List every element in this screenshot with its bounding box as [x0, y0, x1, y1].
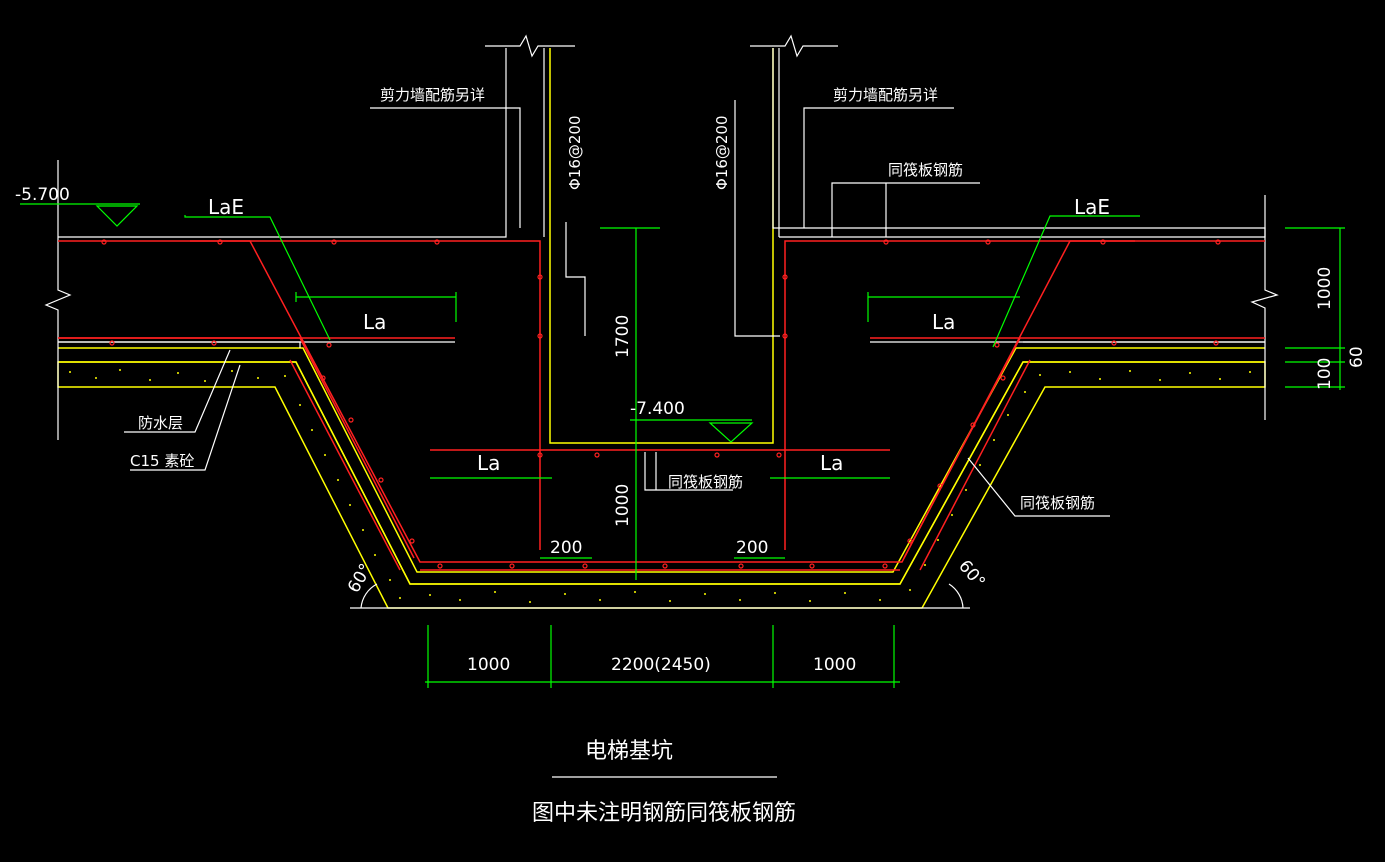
lae-label-left: LaE [208, 195, 244, 219]
raft-rebar-label-slope: 同筏板钢筋 [1020, 494, 1095, 512]
dim-1000-center: 1000 [613, 484, 633, 527]
angle-label-left: 60° [344, 560, 376, 596]
la-label-right-lower: La [820, 451, 843, 475]
raft-rebar-label-center: 同筏板钢筋 [668, 473, 743, 491]
la-label-left-upper: La [363, 310, 386, 334]
dim-200-right: 200 [736, 538, 768, 558]
dim-right-60: 60 [1347, 346, 1367, 368]
rebar-dots [101, 239, 1221, 569]
waterproof-layer-label: 防水层 [138, 414, 183, 432]
leader-lines [124, 100, 1110, 778]
dim-bottom-center: 2200(2450) [611, 655, 711, 675]
slab-and-wall-outlines [44, 34, 1279, 609]
lae-label-right: LaE [1074, 195, 1110, 219]
drawing-title: 电梯基坑 [585, 739, 673, 764]
dim-right-1000: 1000 [1315, 267, 1335, 310]
raft-rebar-label-top: 同筏板钢筋 [888, 161, 963, 179]
wall-note-right: 剪力墙配筋另详 [833, 86, 938, 104]
drawing-note: 图中未注明钢筋同筏板钢筋 [532, 801, 796, 826]
dimension-lines [20, 203, 1345, 688]
concrete-speckle [69, 369, 1251, 603]
rebar-spec-right: Φ16@200 [713, 115, 731, 190]
dim-200-left: 200 [550, 538, 582, 558]
elevation-pit-bottom: -7.400 [630, 399, 685, 419]
la-label-right-upper: La [932, 310, 955, 334]
pit-inner-outline [549, 48, 774, 444]
elevation-top: -5.700 [15, 185, 70, 205]
rebar-spec-left: Φ16@200 [566, 115, 584, 190]
dim-bottom-left: 1000 [467, 655, 510, 675]
dim-bottom-right: 1000 [813, 655, 856, 675]
wall-note-left: 剪力墙配筋另详 [380, 86, 485, 104]
dim-right-100: 100 [1315, 358, 1335, 390]
angle-label-right: 60° [954, 556, 989, 592]
la-label-left-lower: La [477, 451, 500, 475]
waterproof-layer-outline [58, 347, 1265, 585]
dim-1700: 1700 [613, 315, 633, 358]
plain-concrete-label: C15 素砼 [130, 452, 194, 470]
